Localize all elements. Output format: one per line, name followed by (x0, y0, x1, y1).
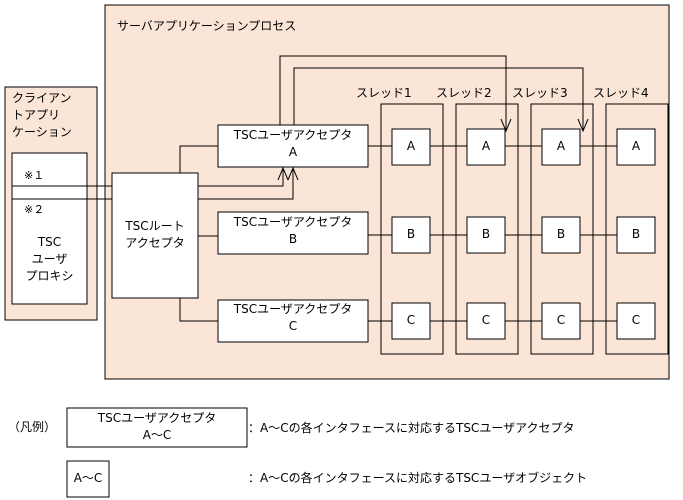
object-box (391, 216, 431, 254)
legend-object-label: A〜C (73, 471, 103, 485)
acceptor-c-label-line2: C (288, 319, 298, 333)
tsc-user-acceptor-a-box (217, 124, 369, 168)
object-box (466, 128, 506, 166)
request-mark-1: ※１ (24, 169, 45, 182)
client-title-line1: クライアン (12, 91, 72, 105)
server-process-title: サーバアプリケーションプロセス (117, 19, 297, 33)
object-label: C (406, 313, 416, 327)
object-label: B (406, 227, 416, 241)
proxy-label-line2: ユーザ (31, 252, 68, 266)
object-label: A (556, 139, 566, 153)
root-acceptor-label-line1: TSCルート (125, 219, 185, 233)
request-path-1 (12, 170, 284, 187)
object-box (466, 302, 506, 340)
dispatch-path-thread2 (279, 55, 507, 130)
proxy-label-line3: プロキシ (25, 269, 74, 283)
thread-title-1: スレッド1 (356, 86, 412, 100)
client-title-line3: ケーション (12, 125, 72, 139)
thread-title-3: スレッド3 (512, 86, 568, 100)
object-boxes (391, 128, 656, 340)
thread-title-4: スレッド4 (593, 86, 649, 100)
legend-object-box (66, 460, 110, 498)
tsc-root-acceptor-box (111, 172, 199, 299)
legend-title: （凡例） (8, 420, 57, 434)
root-acceptor-label-line2: アクセプタ (125, 236, 185, 250)
object-box (541, 128, 581, 166)
client-title-line2: トアプリ (12, 108, 61, 122)
legend-acceptor-line2: A〜C (142, 428, 172, 442)
object-label: A (481, 139, 491, 153)
object-box (541, 216, 581, 254)
acceptor-a-label-line2: A (288, 145, 298, 159)
object-label: B (631, 227, 641, 241)
root-to-acceptor-c-line (179, 298, 218, 322)
dispatch-path-thread3 (293, 67, 584, 130)
object-box (541, 302, 581, 340)
object-box (616, 128, 656, 166)
acceptor-b-label-line2: B (288, 232, 298, 246)
tsc-user-proxy-box (11, 152, 88, 305)
arrowhead-thread3 (577, 118, 589, 133)
object-label: A (406, 139, 416, 153)
object-label: B (481, 227, 491, 241)
arrowhead-acceptor-a-2 (287, 166, 299, 181)
object-label: C (631, 313, 641, 327)
proxy-label-line1: TSC (37, 235, 62, 249)
legend-object-desc: ：A〜Cの各インタフェースに対応するTSCユーザオブジェクト (248, 471, 588, 485)
object-box (391, 302, 431, 340)
legend-acceptor-box (66, 407, 248, 448)
acceptor-b-label-line1: TSCユーザアクセプタ (233, 215, 353, 229)
root-to-acceptor-a-line (179, 145, 218, 173)
tsc-user-acceptor-b-box (217, 211, 369, 255)
legend-acceptor-line1: TSCユーザアクセプタ (97, 411, 217, 425)
object-label: C (556, 313, 566, 327)
object-box (391, 128, 431, 166)
request-path-2 (12, 170, 294, 200)
acceptor-a-label-line1: TSCユーザアクセプタ (233, 128, 353, 142)
object-box (616, 216, 656, 254)
object-label: A (631, 139, 641, 153)
object-label: B (556, 227, 566, 241)
object-box (466, 216, 506, 254)
acceptor-c-label-line1: TSCユーザアクセプタ (233, 302, 353, 316)
request-mark-2: ※２ (24, 203, 45, 216)
legend-acceptor-desc: ：A〜Cの各インタフェースに対応するTSCユーザアクセプタ (248, 421, 575, 435)
object-label: C (481, 313, 491, 327)
thread-title-2: スレッド2 (436, 86, 492, 100)
arrowhead-thread2 (500, 118, 512, 133)
tsc-user-acceptor-c-box (217, 299, 369, 343)
arrowhead-acceptor-a-1 (277, 166, 289, 181)
object-box (616, 302, 656, 340)
